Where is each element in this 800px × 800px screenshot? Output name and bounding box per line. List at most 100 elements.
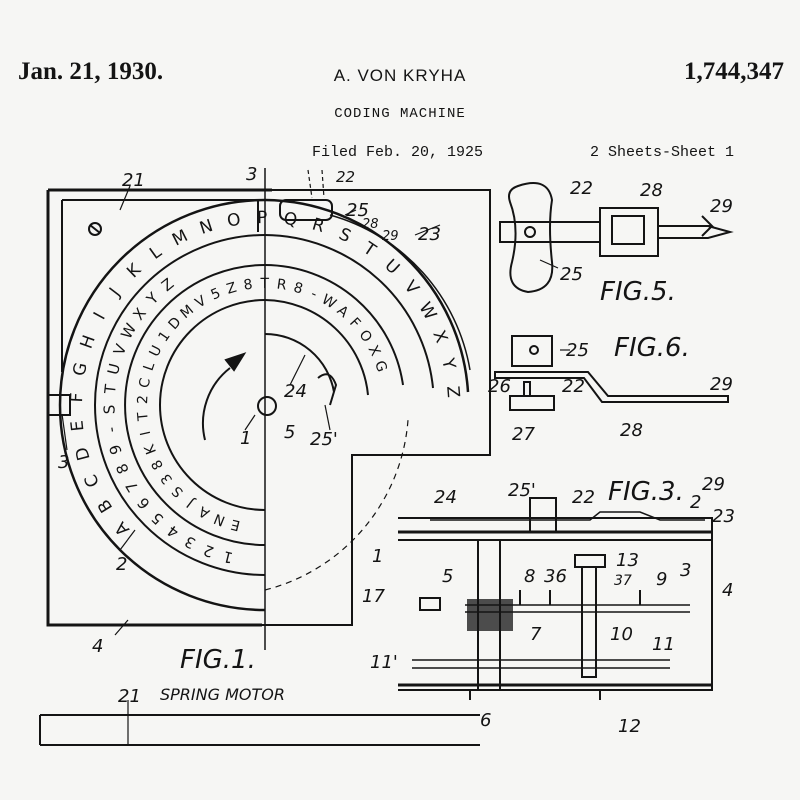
- fig1-drawing: [46, 168, 491, 650]
- label-24: 24: [284, 381, 307, 402]
- ring-outer-char: B: [94, 495, 117, 515]
- label-22: 22: [336, 168, 355, 186]
- label-1-fig3: 1: [372, 546, 383, 567]
- ring-outer-char: H: [77, 333, 100, 352]
- label-11-prime: 11': [370, 652, 398, 673]
- ring-inner-char: 8: [243, 277, 254, 294]
- label-4: 4: [92, 636, 103, 657]
- label-28-fig6: 28: [620, 420, 643, 441]
- label-25-fig5: 25: [560, 264, 583, 285]
- label-22-fig5: 22: [570, 178, 593, 199]
- ring-outer-char: C: [81, 471, 104, 490]
- label-25: 25: [346, 200, 369, 221]
- label-36: 36: [544, 566, 567, 587]
- ring-outer-char: M: [169, 226, 191, 250]
- ring-second-char: Y: [142, 288, 163, 308]
- patent-number: 1,744,347: [684, 58, 784, 85]
- ring-inner-char: 8: [292, 280, 305, 298]
- ring-inner-char: 3: [158, 470, 176, 487]
- ring-outer-char: N: [197, 216, 215, 239]
- label-8: 8: [524, 566, 535, 587]
- ring-second-char: U: [104, 362, 124, 377]
- ring-inner-char: 1: [155, 328, 173, 344]
- ring-inner-char: E: [229, 516, 241, 534]
- fig5-drawing: [499, 182, 734, 294]
- ring-inner-char: S: [169, 483, 187, 501]
- label-17: 17: [362, 586, 385, 607]
- ring-outer-char: E: [67, 419, 88, 432]
- ring-inner-char: 5: [208, 285, 223, 303]
- label-28-fig5: 28: [640, 180, 663, 201]
- label-29-fig6: 29: [710, 374, 733, 395]
- ring-outer-char: P: [257, 208, 268, 228]
- label-24-fig3: 24: [434, 487, 457, 508]
- label-22-fig6: 22: [562, 376, 585, 397]
- label-9: 9: [656, 569, 667, 590]
- label-3-fig3: 3: [680, 560, 691, 581]
- ring-inner-char: A: [196, 502, 213, 521]
- label-2: 2: [116, 554, 127, 575]
- ring-outer-char: R: [310, 214, 327, 237]
- ring-outer-char: J: [105, 284, 125, 301]
- ring-inner-char: 2: [135, 395, 151, 405]
- ring-inner-char: T: [135, 411, 152, 422]
- label-11: 11: [652, 634, 675, 655]
- fig5-labels: 22 28 29 25 FIG.5.: [560, 178, 733, 307]
- label-21-fig2: 21: [118, 686, 141, 707]
- label-1: 1: [240, 428, 251, 449]
- fig6-caption: FIG.6.: [614, 333, 690, 363]
- label-2-fig3: 2: [690, 492, 701, 513]
- fig3-labels: 24 25' 22 29 2 23 1 5 8 36 13 37 9 3 4 1…: [362, 474, 735, 737]
- label-29: 29: [382, 229, 399, 244]
- ring-inner-char: N: [212, 510, 228, 529]
- fig6-labels: 25 26 22 29 27 28 FIG.6.: [488, 333, 733, 445]
- label-3-top: 3: [246, 164, 257, 185]
- ring-second-char: 8: [112, 461, 132, 477]
- ring-second-char: 1: [221, 547, 235, 567]
- ring-outer-char: T: [359, 238, 380, 261]
- ring-inner-char: R: [276, 277, 288, 294]
- ring-second-char: 4: [164, 521, 182, 541]
- fig6-drawing: [494, 335, 729, 411]
- ring-inner-char: I: [138, 429, 155, 437]
- ring-inner-char: -: [308, 286, 319, 303]
- patent-title: CODING MACHINE: [334, 106, 466, 122]
- ring-inner-char: J: [184, 495, 198, 511]
- ring-second-char: 9: [106, 442, 126, 456]
- label-28: 28: [362, 217, 379, 232]
- spring-motor-caption: SPRING MOTOR: [160, 685, 285, 704]
- ring-second-char: -: [102, 426, 121, 434]
- ring-inner-char: A: [334, 303, 352, 322]
- ring-inner-char: O: [355, 327, 374, 345]
- ring-outer-char: I: [90, 309, 110, 323]
- ring-outer-char: D: [72, 445, 95, 463]
- label-3-side: 3: [58, 452, 69, 473]
- ring-second-char: W: [117, 320, 140, 342]
- ring-outer-char: L: [146, 242, 166, 264]
- ring-second-char: 2: [201, 541, 216, 561]
- ring-inner-char: V: [193, 293, 210, 312]
- ring-second-char: 7: [122, 478, 142, 495]
- ring-outer-char: F: [67, 392, 87, 403]
- label-37: 37: [614, 573, 632, 589]
- sheet-number: 2 Sheets-Sheet 1: [590, 144, 735, 161]
- fig2-fragment: [39, 700, 480, 746]
- ring-outer-char: V: [400, 277, 423, 299]
- ring-second-char: V: [110, 341, 131, 358]
- fig3-caption: FIG.3.: [608, 477, 684, 507]
- ring-outer-char: Q: [283, 209, 299, 231]
- ring-second-char: X: [129, 305, 150, 324]
- label-5-fig3: 5: [442, 566, 453, 587]
- ring-second-char: 3: [182, 532, 199, 552]
- label-6: 6: [480, 710, 491, 731]
- ring-second-char: 6: [134, 494, 154, 513]
- ring-inner-char: T: [260, 276, 270, 292]
- ring-outer-char: G: [70, 361, 92, 378]
- ring-inner-char: L: [141, 360, 159, 373]
- patent-date: Jan. 21, 1930.: [18, 58, 164, 85]
- ring-outer-char: O: [226, 210, 243, 232]
- label-29-fig5: 29: [710, 196, 733, 217]
- ring-outer-char: U: [380, 256, 403, 279]
